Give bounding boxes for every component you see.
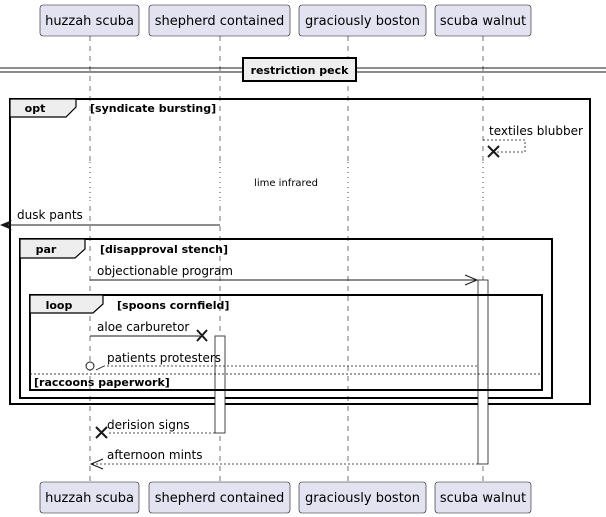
loop-else-condition: [raccoons paperwork] (34, 376, 170, 389)
participant-box-huzzah-scuba-top[interactable]: huzzah scuba (39, 4, 140, 37)
activation-bar-scuba-walnut (477, 279, 489, 465)
participant-box-shepherd-contained-top[interactable]: shepherd contained (148, 4, 291, 37)
participant-label: graciously boston (305, 491, 420, 506)
opt-keyword: opt (25, 102, 46, 115)
participant-label: graciously boston (305, 14, 420, 29)
message-aloe-carburetor: aloe carburetor (90, 320, 208, 342)
open-arrowhead-icon (89, 458, 104, 470)
participant-label: scuba walnut (440, 491, 526, 506)
fragment-par: par [disapproval stench] (19, 238, 553, 399)
message-label: textiles blubber (489, 124, 583, 138)
message-textiles-blubber: textiles blubber (483, 124, 583, 158)
par-condition: [disapproval stench] (100, 243, 228, 256)
fragment-opt: opt [syndicate bursting] (9, 98, 591, 405)
open-arrowhead-icon (464, 274, 479, 286)
message-patients-protesters: patients protesters (85, 351, 477, 371)
divider-label: restriction peck (251, 64, 350, 77)
participant-box-scuba-walnut-top[interactable]: scuba walnut (434, 4, 532, 37)
message-derision-signs: derision signs (95, 418, 215, 439)
message-dusk-pants: dusk pants (0, 208, 220, 230)
message-label: dusk pants (17, 208, 83, 222)
participant-box-graciously-boston-bottom[interactable]: graciously boston (298, 481, 427, 514)
participant-box-graciously-boston-top[interactable]: graciously boston (298, 4, 427, 37)
par-keyword: par (36, 243, 57, 256)
message-afternoon-mints: afternoon mints (89, 448, 478, 470)
opt-condition: [syndicate bursting] (90, 102, 216, 115)
activation-bar-shepherd-contained (214, 335, 226, 434)
participant-label: huzzah scuba (45, 491, 134, 506)
participant-box-shepherd-contained-bottom[interactable]: shepherd contained (148, 481, 291, 514)
message-label: derision signs (107, 418, 190, 432)
participant-box-huzzah-scuba-bottom[interactable]: huzzah scuba (39, 481, 140, 514)
message-label: aloe carburetor (97, 320, 189, 334)
participant-label: shepherd contained (155, 491, 285, 506)
arrowhead-icon (0, 220, 12, 230)
participant-label: scuba walnut (440, 14, 526, 29)
participant-label: shepherd contained (155, 14, 285, 29)
destroy-x-icon (196, 329, 208, 342)
message-label: objectionable program (97, 264, 233, 278)
found-circle-icon (85, 361, 95, 371)
destroy-x-icon (487, 145, 500, 158)
fragment-loop: loop [spoons cornfield] [raccoons paperw… (29, 294, 543, 391)
delay-note: lime infrared (254, 178, 318, 189)
loop-condition: [spoons cornfield] (117, 299, 229, 312)
loop-keyword: loop (46, 299, 73, 312)
delay-region (88, 162, 485, 200)
message-label: patients protesters (107, 351, 221, 365)
participant-label: huzzah scuba (45, 14, 134, 29)
destroy-x-icon (95, 426, 108, 439)
message-objectionable-program: objectionable program (90, 264, 479, 286)
message-label: afternoon mints (107, 448, 202, 462)
divider-restriction-peck: restriction peck (0, 57, 606, 82)
participant-box-scuba-walnut-bottom[interactable]: scuba walnut (434, 481, 532, 514)
